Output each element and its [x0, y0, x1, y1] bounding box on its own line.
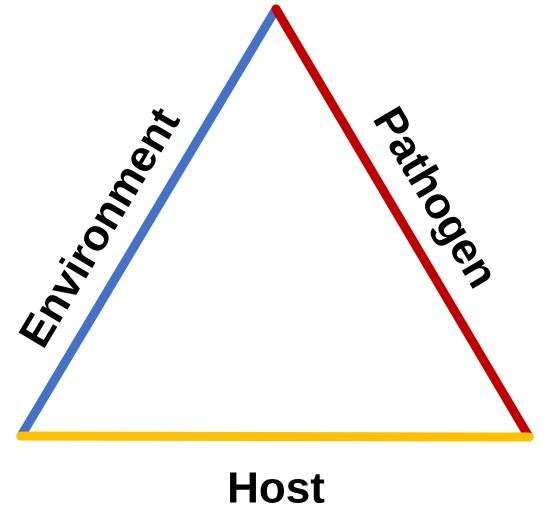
environment-label: Environment — [10, 99, 190, 355]
pathogen-side-line — [271, 4, 534, 442]
host-side-line — [16, 431, 534, 442]
host-label: Host — [227, 464, 325, 513]
environment-side-line — [16, 4, 281, 441]
